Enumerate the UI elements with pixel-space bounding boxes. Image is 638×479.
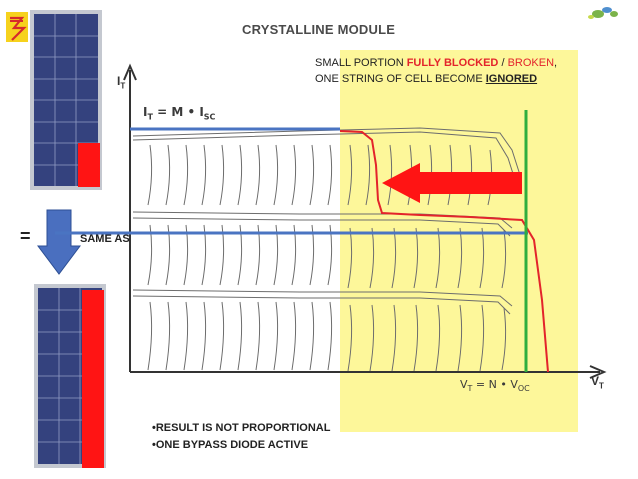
- down-arrow-icon: [37, 209, 81, 275]
- voltage-formula-eq: = N • V: [472, 378, 518, 391]
- equals-sign: =: [20, 226, 31, 246]
- note-broken: BROKEN: [507, 57, 555, 69]
- annotation-line-2: ONE STRING OF CELL BECOME IGNORED: [315, 71, 557, 87]
- annotation-line-1: SMALL PORTION FULLY BLOCKED / BROKEN,: [315, 55, 557, 71]
- current-formula-main: I: [143, 105, 148, 119]
- slide-title: CRYSTALLINE MODULE: [242, 22, 396, 37]
- current-formula-sub1: T: [147, 112, 153, 122]
- note-fully-blocked: FULLY BLOCKED: [406, 57, 499, 69]
- voltage-formula-sub2: OC: [517, 384, 530, 394]
- highlight-region: [340, 50, 578, 432]
- blocked-cell: [78, 143, 100, 187]
- y-axis-symbol: I: [117, 74, 121, 88]
- x-axis-subscript: T: [599, 381, 604, 391]
- note-part3: ,: [554, 57, 558, 69]
- x-axis-label: VT: [591, 374, 604, 390]
- solar-panel-top: [30, 10, 102, 190]
- iv-curve-blocked: [339, 130, 549, 373]
- bullet-item: •RESULT IS NOT PROPORTIONAL: [152, 422, 331, 434]
- annotation-note: SMALL PORTION FULLY BLOCKED / BROKEN, ON…: [315, 55, 557, 87]
- note-part1: SMALL PORTION: [315, 57, 407, 69]
- iv-curves-gray: [132, 127, 521, 372]
- same-as-label: SAME AS: [80, 233, 130, 245]
- note-part2: /: [498, 57, 508, 69]
- current-formula: IT = M • ISC: [143, 105, 215, 121]
- left-arrow-icon: [382, 163, 522, 203]
- company-logo-icon: [6, 12, 28, 42]
- bullet-item: •ONE BYPASS DIODE ACTIVE: [152, 439, 309, 451]
- voltage-formula-sub1: T: [467, 384, 473, 394]
- bypassed-string: [82, 290, 104, 468]
- note-ignored: IGNORED: [485, 73, 538, 85]
- x-axis-symbol: V: [591, 374, 600, 388]
- note-line2a: ONE STRING OF CELL BECOME: [315, 73, 486, 85]
- leaf-logo-icon: [588, 7, 618, 19]
- current-formula-sub2: SC: [203, 112, 216, 122]
- y-axis-label: IT: [117, 74, 125, 90]
- solar-panel-bottom: [34, 284, 106, 468]
- chart-axes: [123, 63, 607, 379]
- voltage-formula: VT = N • VOC: [460, 378, 530, 393]
- bullet-list: •RESULT IS NOT PROPORTIONAL •ONE BYPASS …: [152, 420, 330, 454]
- current-formula-eq: = M • I: [152, 105, 204, 119]
- voltage-formula-main: V: [460, 378, 468, 391]
- y-axis-subscript: T: [120, 81, 126, 91]
